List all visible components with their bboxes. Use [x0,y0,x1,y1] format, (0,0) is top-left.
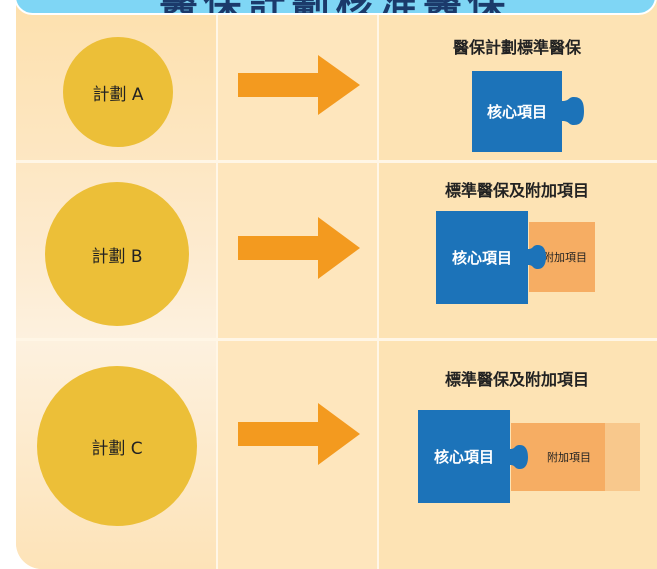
plan-b-circle: 計劃 B [45,182,189,326]
right-arrow-icon [238,55,360,115]
right-arrow-icon [238,217,360,279]
puzzle-piece-icon [510,445,528,469]
column-divider [216,0,218,569]
core-item-block: 核心項目 [472,71,562,152]
plans-diagram: 計劃 A 醫保計劃標準醫保 核心項目 計劃 B 標準醫保及附加項目 附加項目 核… [16,0,657,569]
header-banner: 醫保計劃核准醫保 [14,0,657,15]
puzzle-piece-icon [528,245,546,269]
core-item-block: 核心項目 [436,211,528,304]
plan-c-circle: 計劃 C [37,366,197,526]
plan-b-coverage-title: 標準醫保及附加項目 [444,181,589,200]
add-on-item-block: 附加項目 [511,423,605,491]
right-arrow-icon [238,403,360,465]
row-divider [16,160,657,163]
column-divider [377,0,379,569]
add-on-item-block: 附加項目 [529,222,595,292]
row-divider [16,338,657,341]
puzzle-piece-icon [562,97,584,125]
core-item-block: 核心項目 [418,410,510,503]
plan-a-coverage-title: 醫保計劃標準醫保 [452,38,581,57]
plan-c-coverage-title: 標準醫保及附加項目 [444,370,589,389]
plan-a-circle: 計劃 A [63,37,173,147]
page-title: 醫保計劃核准醫保 [16,0,655,13]
